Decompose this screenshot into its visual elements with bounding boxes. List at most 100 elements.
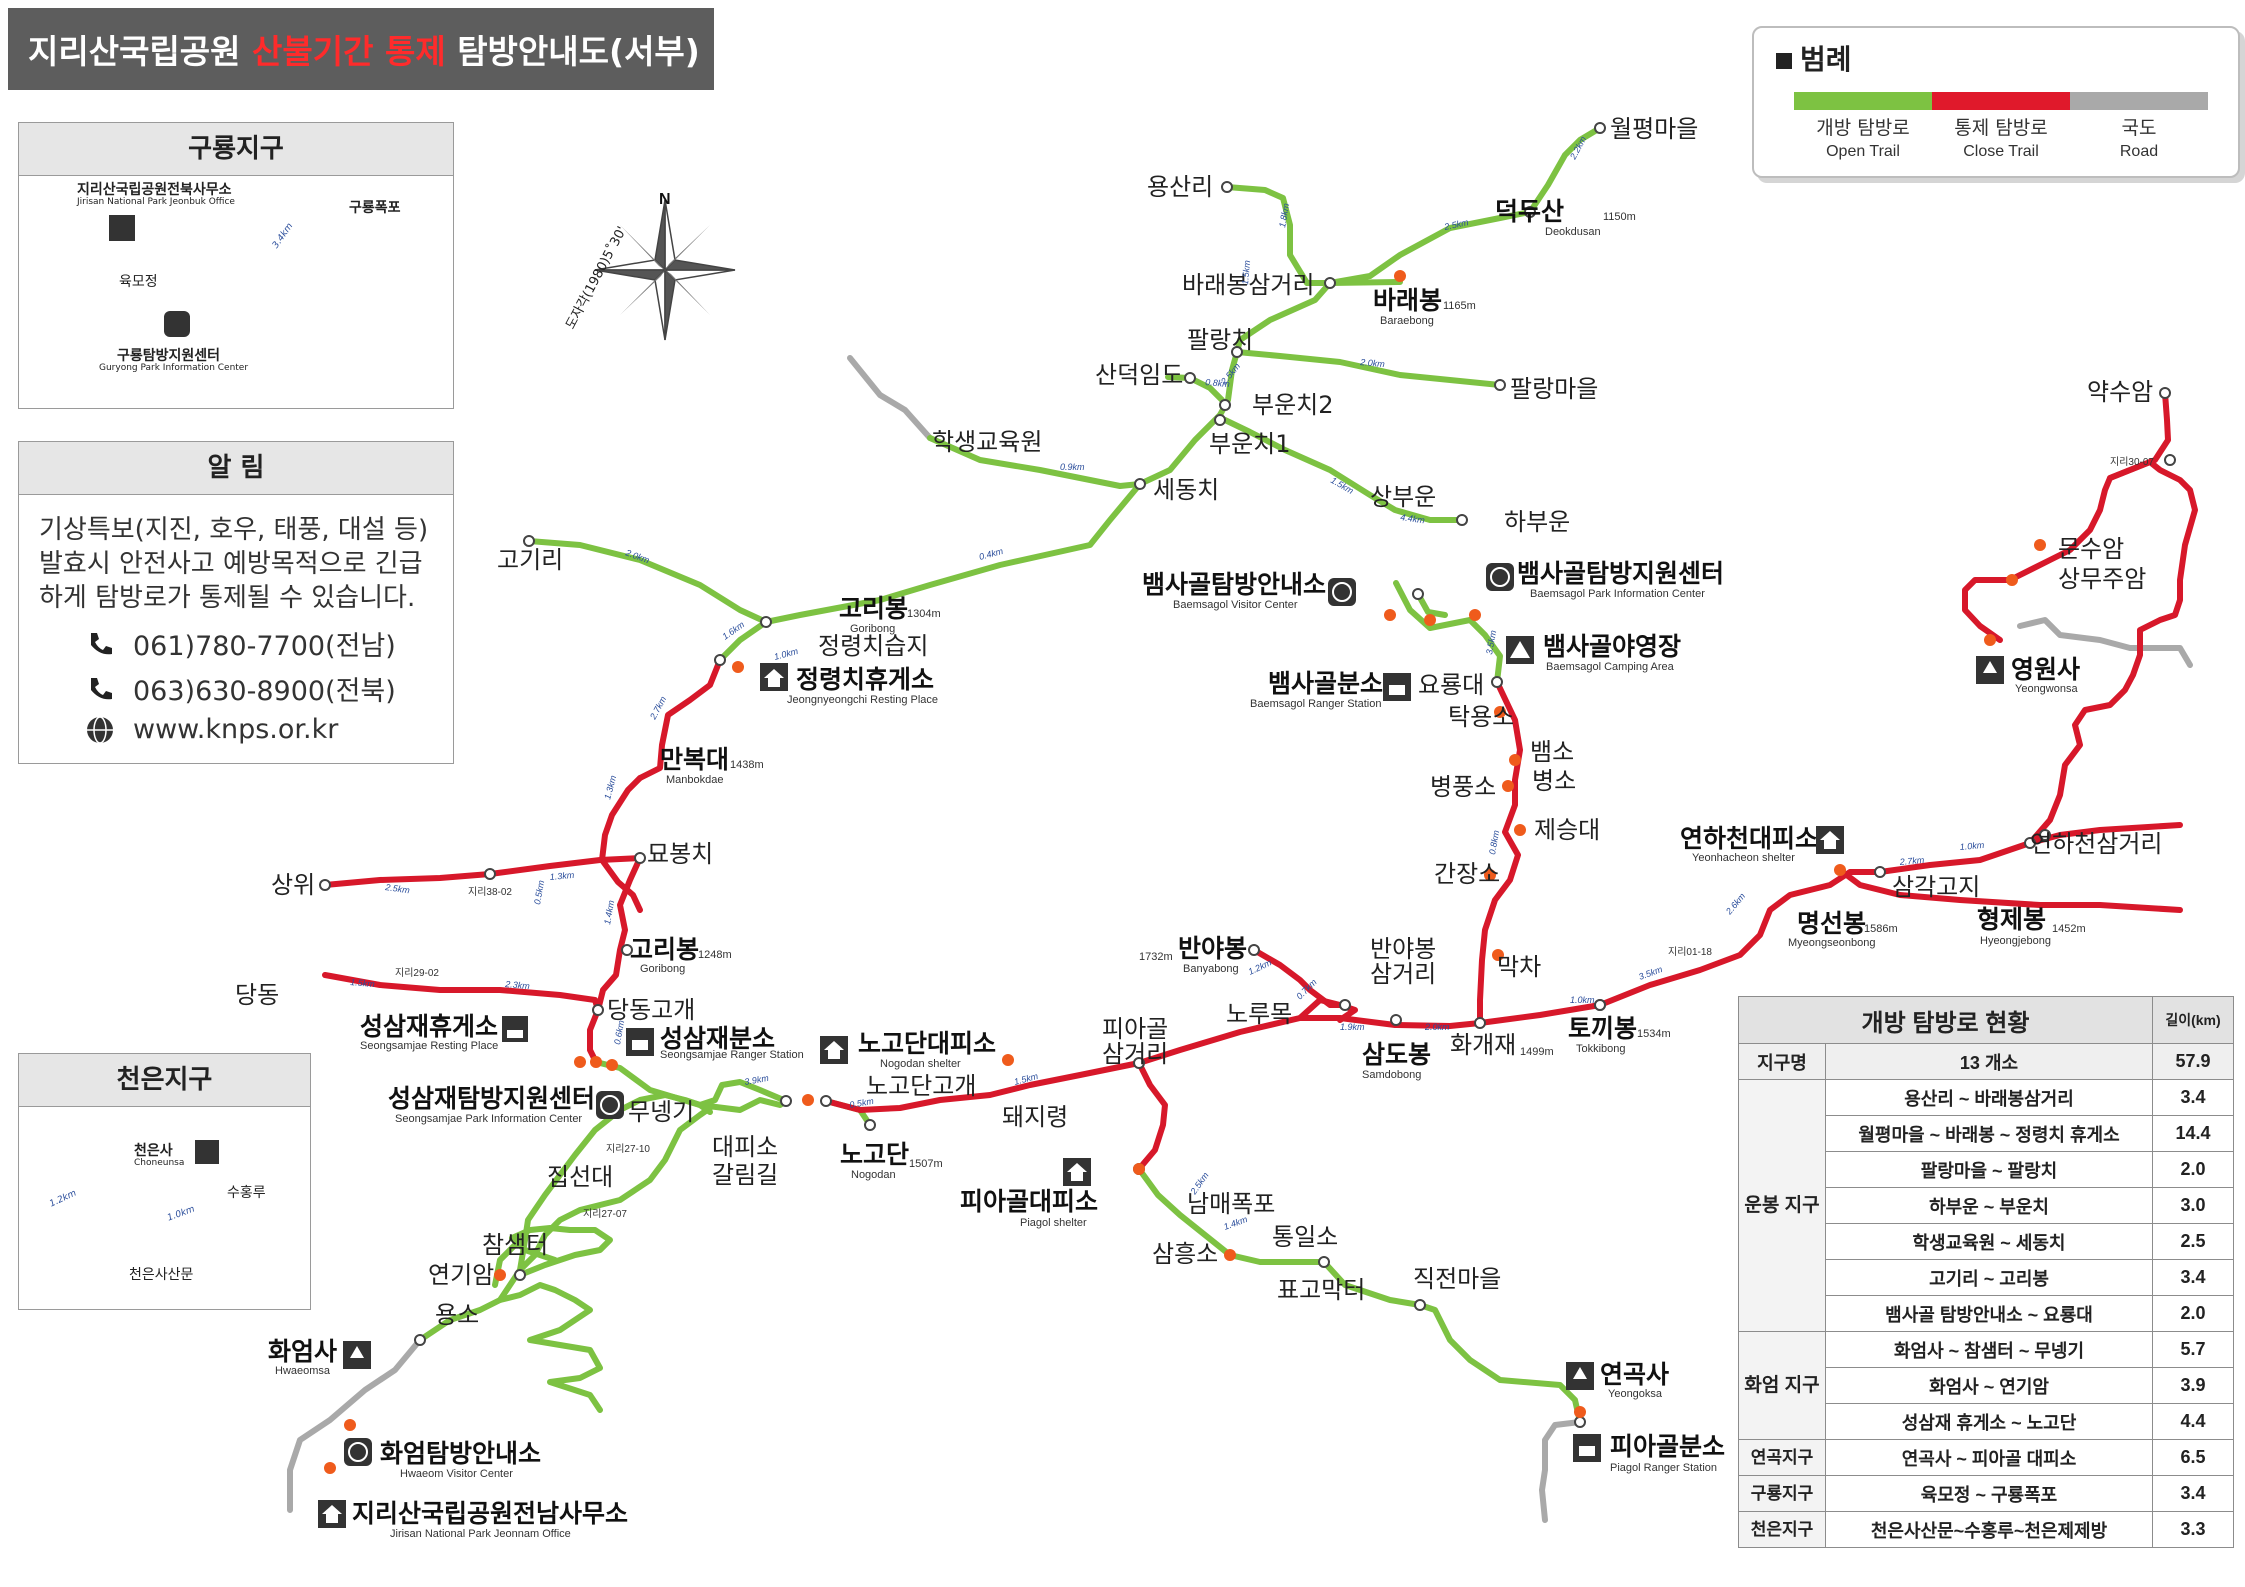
distance-label: 1.5km — [350, 977, 376, 989]
status-title: 개방 탐방로 현황 — [1738, 996, 2153, 1044]
label-baemsagol-ranger: 뱀사골분소 — [1268, 669, 1383, 698]
label-makcha: 막차 — [1497, 953, 1541, 981]
label-yeongwonsa: 영원사 — [2011, 655, 2080, 684]
website-link[interactable]: www.knps.or.kr — [19, 711, 453, 748]
status-route: 화엄사 ~ 참샘터 ~ 무넹기 — [1825, 1331, 2153, 1368]
distance-label: 0.5km — [532, 879, 546, 905]
label-jeongryeong-wet: 정령치습지 — [818, 632, 928, 660]
distance-label: 0.4km — [978, 546, 1005, 562]
label-baemsagol-camp: 뱀사골야영장 — [1543, 632, 1681, 661]
notice-text: 기상특보(지진, 호우, 태풍, 대설 등) 발효시 안전사고 예방목적으로 긴… — [39, 515, 429, 613]
temple-icon — [1566, 1362, 1594, 1390]
trail-main-ridge-2 — [1477, 832, 2048, 1026]
trail-goribong-jeongryeong — [717, 619, 769, 663]
label-jeonnam-office: 지리산국립공원전남사무소 — [352, 1499, 628, 1528]
status-district-header: 지구명 — [1738, 1043, 1826, 1080]
trail-sam-baraebong — [1304, 279, 1403, 286]
status-length: 4.4 — [2152, 1403, 2234, 1440]
label-post-27-07: 지리27-07 — [583, 1208, 627, 1220]
shelter-icon — [1063, 1158, 1091, 1186]
phone-icon — [91, 677, 112, 699]
label-gogiri: 고기리 — [497, 546, 563, 574]
label-doejiryeong: 돼지령 — [1002, 1103, 1068, 1131]
label-dedu: 덕두산 — [1495, 197, 1564, 226]
label-sss-center: 성삼재탐방지원센터 — [388, 1084, 595, 1113]
label-sss-rest-en: Seongsamjae Resting Place — [360, 1040, 498, 1052]
shelter-icon — [1816, 826, 1844, 854]
trail-myobong-goribong — [595, 855, 643, 1013]
label-piagol-ranger: 피아골분소 — [1610, 1432, 1725, 1461]
label-munegi: 무넹기 — [628, 1098, 694, 1126]
label-jeonnam-office-en: Jirisan National Park Jeonnam Office — [390, 1528, 571, 1540]
label-daepiso-1: 대피소 — [712, 1133, 778, 1161]
notice-box: 알 림 기상특보(지진, 호우, 태풍, 대설 등) 발효시 안전사고 예방목적… — [18, 441, 454, 764]
info-icon — [164, 311, 190, 337]
label-post-29-02: 지리29-02 — [395, 967, 439, 979]
label-baemsagol-center-en: Baemsagol Park Information Center — [1530, 588, 1705, 600]
label-chamsaem: 참샘터 — [482, 1231, 548, 1259]
cheoneun-title: 천은지구 — [19, 1054, 310, 1107]
label-yeonha-shelter: 연하천대피소 — [1680, 824, 1818, 853]
label-nogodan-en: Nogodan — [851, 1169, 896, 1181]
trail-sss-nogodan — [593, 1059, 789, 1113]
trail-daepiso-loop — [697, 1079, 789, 1108]
label-byeongpung: 병풍소 — [1430, 773, 1496, 801]
label-goribong-s-en: Goribong — [640, 963, 685, 975]
office-icon — [318, 1500, 346, 1528]
status-route: 성삼재 휴게소 ~ 노고단 — [1825, 1403, 2153, 1440]
label-nogodan: 노고단 — [840, 1140, 909, 1169]
label-manbok: 만복대 — [660, 745, 729, 774]
status-route: 연곡사 ~ 피아골 대피소 — [1825, 1439, 2153, 1476]
label-yongsan: 용산리 — [1147, 173, 1213, 201]
distance-label: 2.5km — [384, 882, 411, 896]
label-baemso: 뱀소 — [1530, 738, 1574, 766]
label-post-27-10: 지리27-10 — [606, 1143, 650, 1155]
status-group-name: 구룡지구 — [1738, 1475, 1826, 1512]
compass-declination: 도자각(1980)5˚30' — [562, 224, 630, 332]
legend-closed-bar — [1932, 92, 2070, 110]
label-samdobong-en: Samdobong — [1362, 1069, 1421, 1081]
label-hyeongje-h: 1452m — [2052, 923, 2086, 935]
label-munsuam: 문수암 — [2058, 535, 2124, 563]
label-baraebong-h: 1165m — [1443, 300, 1476, 312]
trail-sam-palangchi — [1234, 280, 1333, 355]
label-goribong-n: 고리봉 — [839, 594, 908, 623]
label-habuun: 하부운 — [1504, 508, 1570, 536]
distance-label: 2.0km — [1359, 357, 1386, 369]
label-sangwi: 상위 — [271, 871, 315, 899]
temple-icon — [195, 1140, 219, 1164]
phone-jeonnam[interactable]: 061)780-7700(전남) — [19, 621, 453, 666]
label-hwaeomsa-en: Hwaeomsa — [275, 1365, 331, 1377]
label-buun1: 부운치1 — [1209, 430, 1291, 458]
distance-label: 1.0km — [773, 646, 800, 662]
guryong-falls-label: 구룡폭포 — [349, 200, 401, 216]
trail-piagol — [1136, 1166, 1583, 1425]
trail-goribong-sss — [587, 1007, 601, 1065]
ranger-icon — [1573, 1434, 1601, 1462]
status-length: 2.0 — [2152, 1295, 2234, 1332]
label-hwagae: 화개재 — [1450, 1031, 1516, 1059]
label-banyabong: 반야봉 — [1178, 934, 1247, 963]
cheoneun-suhong: 수홍루 — [227, 1185, 266, 1201]
status-length-header: 길이(km) — [2152, 996, 2234, 1044]
trail-yongso-loop — [497, 1282, 603, 1413]
phone-jeonbuk[interactable]: 063)630-8900(전북) — [19, 666, 453, 711]
label-goribong-n-h: 1304m — [907, 608, 941, 620]
status-length: 5.7 — [2152, 1331, 2234, 1368]
distance-label: 2.6km — [1723, 891, 1747, 917]
label-myeongseon: 명선봉 — [1797, 909, 1866, 938]
rest-icon — [502, 1016, 528, 1042]
label-baemsagol-center: 뱀사골탐방지원센터 — [1517, 559, 1724, 588]
compass-rose: N 도자각(1980)5˚30' — [562, 191, 736, 341]
